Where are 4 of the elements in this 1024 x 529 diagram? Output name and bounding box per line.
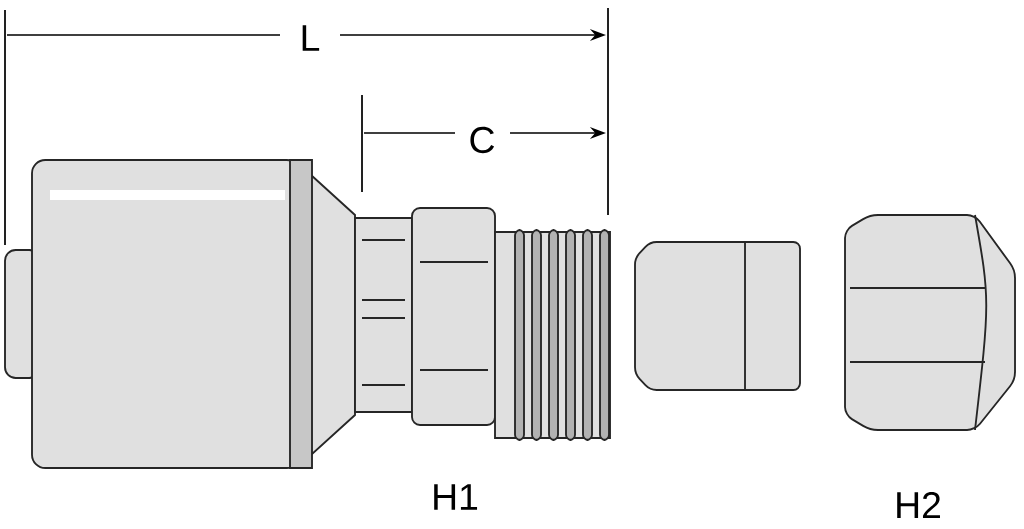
- dimension-label: L: [302, 25, 320, 51]
- dimension-label: C: [470, 126, 495, 154]
- dimension-label: H2: [897, 492, 940, 519]
- dimension-label: H1: [434, 484, 478, 510]
